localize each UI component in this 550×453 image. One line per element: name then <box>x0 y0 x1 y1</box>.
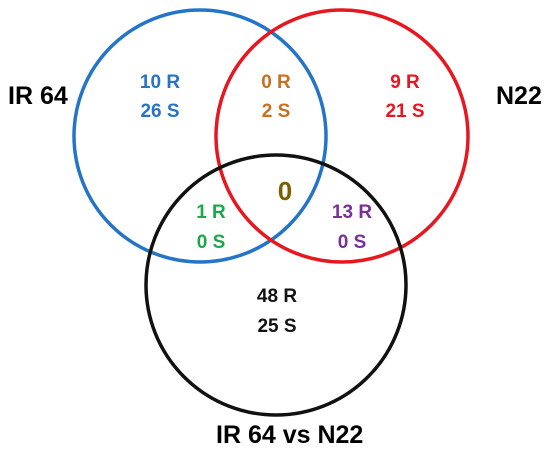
region-n22-vs-s: 0 S <box>338 232 367 253</box>
region-ir64-n22-r: 0 R <box>261 72 291 93</box>
region-center-value: 0 <box>278 176 292 206</box>
set-label-ir64: IR 64 <box>8 82 68 110</box>
region-n22-only-r: 9 R <box>390 72 420 93</box>
circle-n22 <box>214 8 470 264</box>
region-vs-only-s: 25 S <box>257 316 296 337</box>
region-ir64-n22-s: 2 S <box>262 101 291 122</box>
circle-ir64 <box>72 8 328 264</box>
region-vs-only-r: 48 R <box>257 286 297 307</box>
region-ir64-only-s: 26 S <box>140 101 179 122</box>
set-label-n22: N22 <box>496 82 542 110</box>
region-n22-only-s: 21 S <box>385 101 424 122</box>
region-ir64-only-r: 10 R <box>140 72 180 93</box>
region-n22-vs-r: 13 R <box>332 202 372 223</box>
region-ir64-vs-s: 0 S <box>197 232 226 253</box>
region-ir64-vs-r: 1 R <box>196 202 226 223</box>
set-label-ir64-vs-n22: IR 64 vs N22 <box>216 421 363 449</box>
circle-ir64-vs-n22 <box>144 153 408 417</box>
